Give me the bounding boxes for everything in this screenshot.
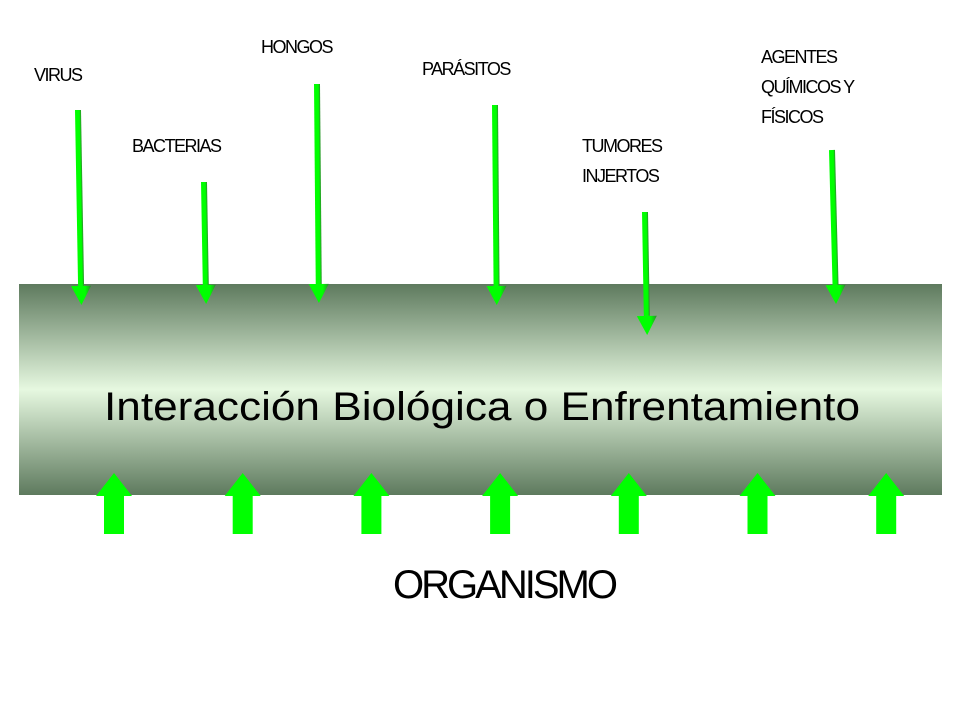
up-arrow-icon (482, 473, 519, 534)
up-arrow-icon (739, 473, 776, 534)
agent-label-line: BACTERIAS (132, 136, 222, 156)
up-arrow-icon (868, 473, 905, 534)
agent-label-bacterias: BACTERIAS (132, 131, 222, 161)
agent-label-line: PARÁSITOS (422, 59, 511, 79)
band-title: Interacción Biológica o Enfrentamiento (104, 385, 860, 429)
agent-label-virus: VIRUS (34, 60, 83, 90)
down-arrow-icon (825, 149, 846, 304)
agent-label-hongos: HONGOS (261, 32, 334, 62)
down-arrow-icon (71, 109, 92, 305)
agent-label-line: TUMORES (582, 136, 663, 156)
down-arrow-icon (308, 83, 329, 303)
agent-label-line: FÍSICOS (761, 107, 824, 127)
down-arrow-icon (486, 104, 507, 305)
agent-label-line: HONGOS (261, 37, 334, 57)
agent-label-line: AGENTES (761, 47, 838, 67)
up-arrow-icon (610, 473, 647, 534)
up-arrow-icon (224, 473, 261, 534)
agent-arrows (71, 83, 846, 335)
organism-arrows (96, 473, 905, 534)
agent-label-agentes-quimicos-fisicos: AGENTES QUÍMICOS Y FÍSICOS (761, 42, 855, 132)
agent-label-line: INJERTOS (582, 166, 660, 186)
interaction-band (19, 284, 942, 495)
down-arrow-icon (636, 211, 657, 335)
down-arrow-icon (195, 181, 216, 304)
organism-label: ORGANISMO (393, 563, 617, 607)
agent-label-line: VIRUS (34, 65, 83, 85)
agent-label-parasitos: PARÁSITOS (422, 54, 511, 84)
agent-label-tumores-injertos: TUMORES INJERTOS (582, 131, 663, 191)
up-arrow-icon (353, 473, 390, 534)
up-arrow-icon (96, 473, 132, 534)
agent-label-line: QUÍMICOS Y (761, 77, 855, 97)
